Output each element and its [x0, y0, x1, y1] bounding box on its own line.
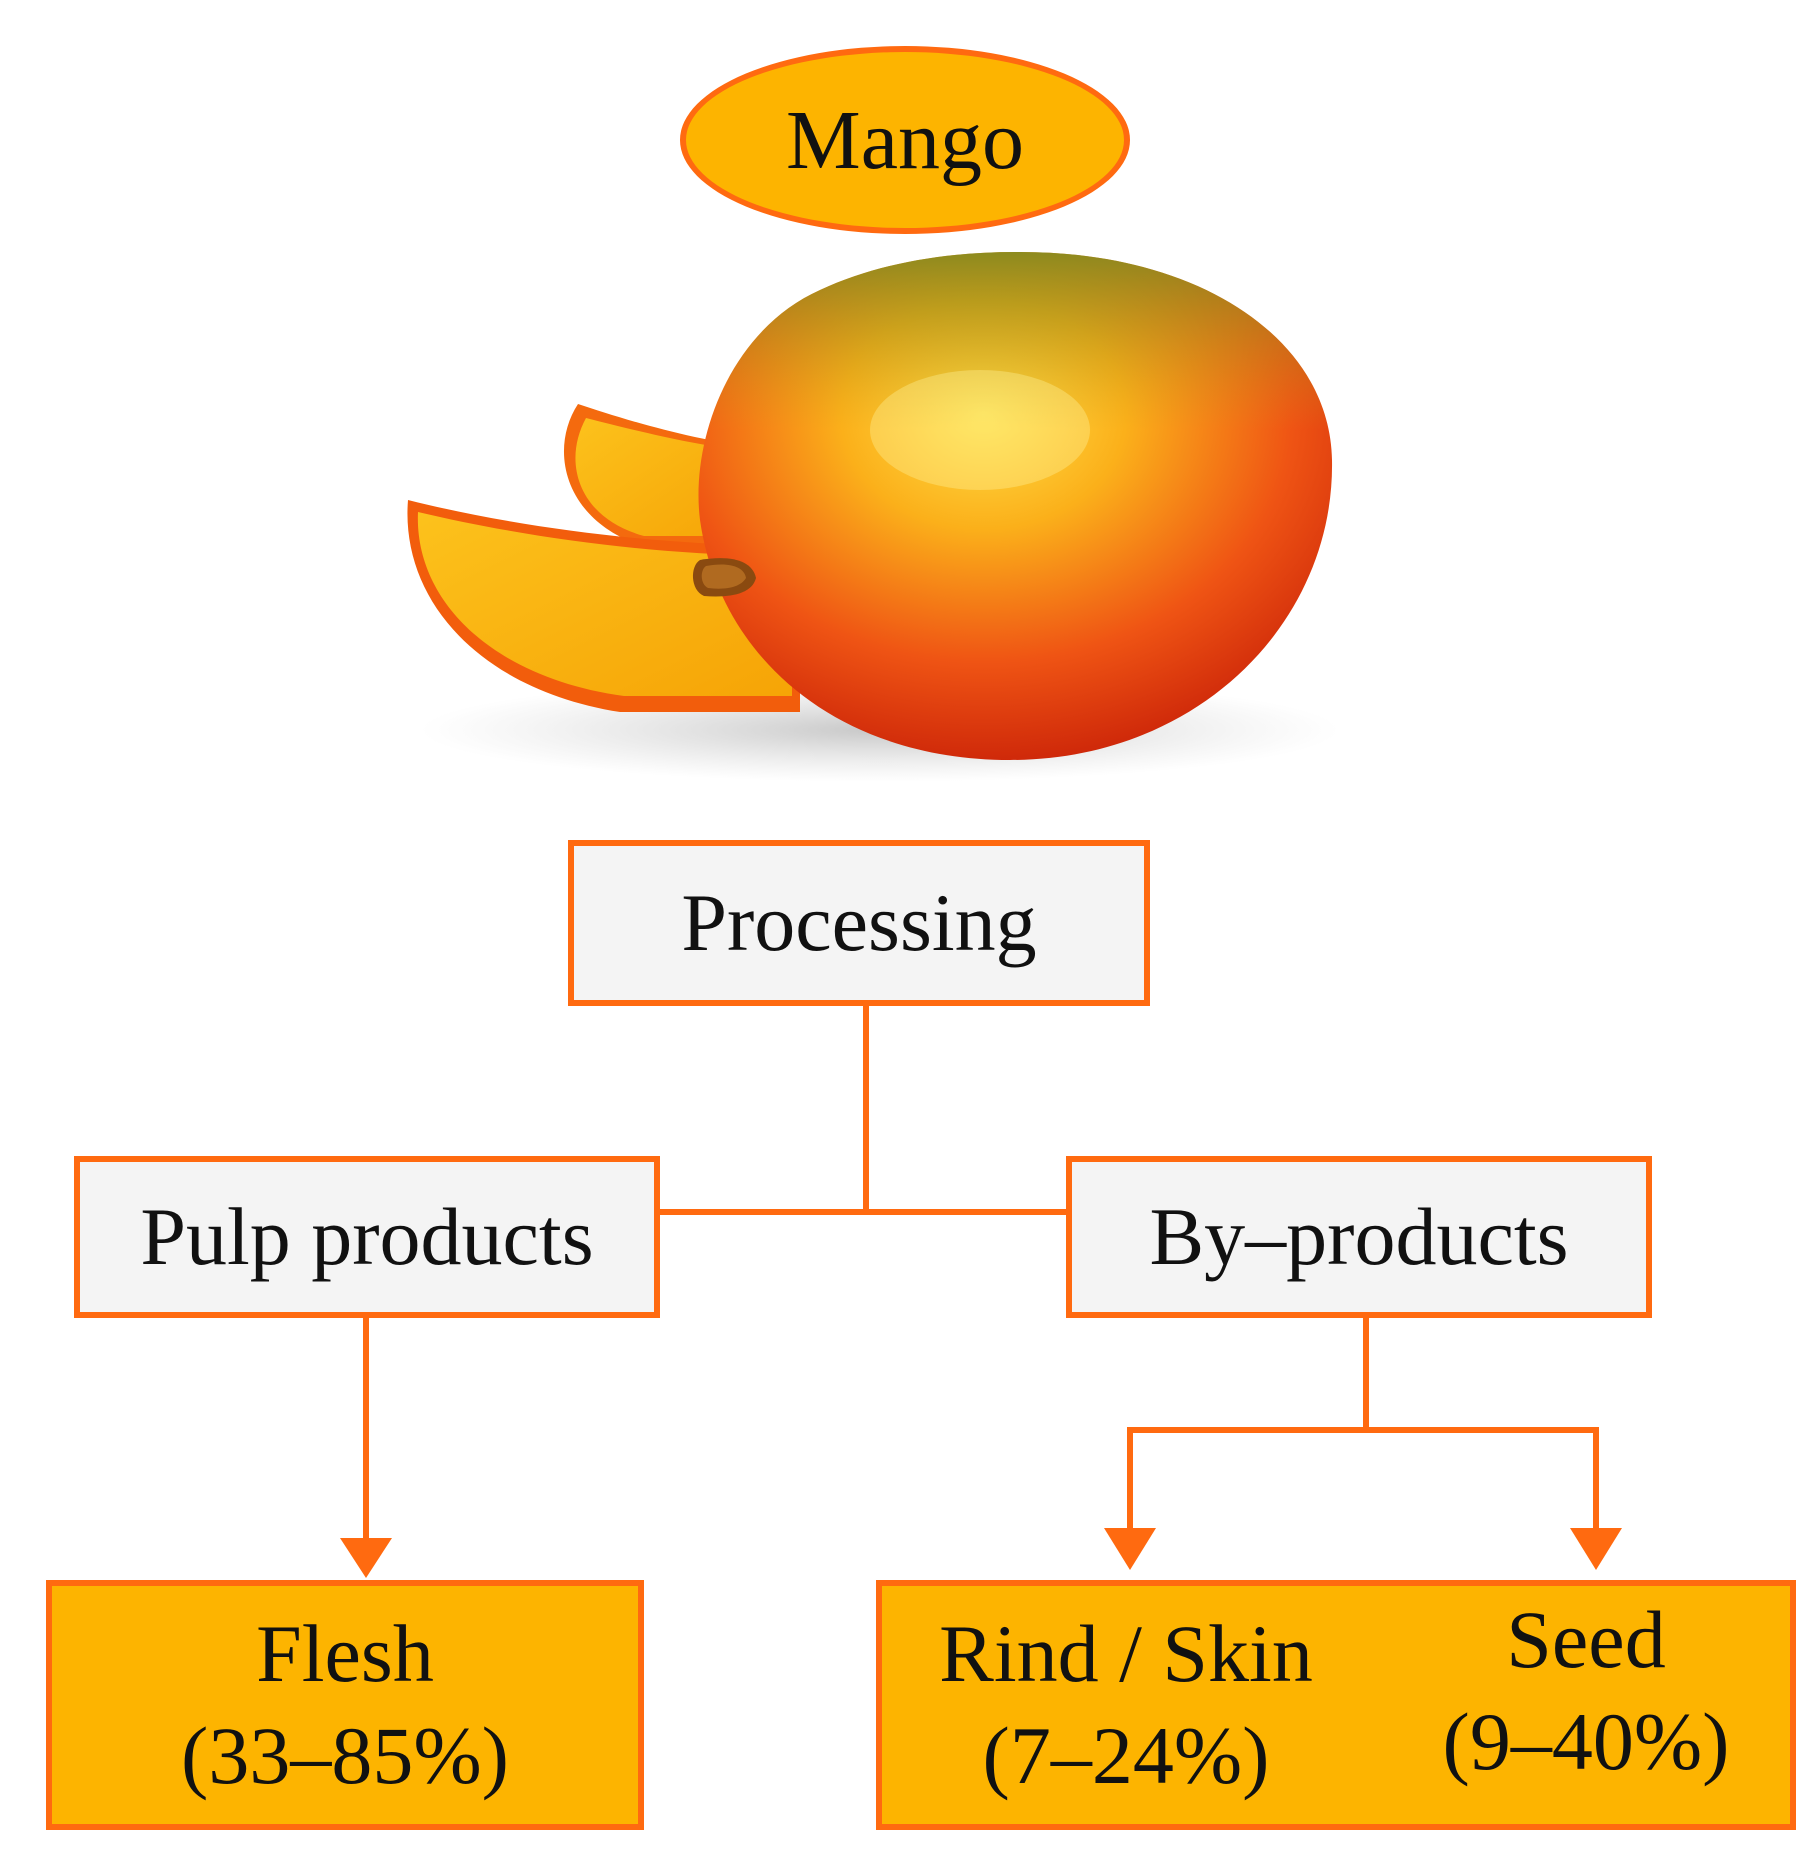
arrowhead-flesh [340, 1538, 392, 1578]
arrowhead-rind [1104, 1528, 1156, 1570]
arrowhead-seed [1570, 1528, 1622, 1570]
rind-skin-label: Rind / Skin [939, 1607, 1313, 1699]
seed-node: Seed (9–40%) [1366, 1566, 1806, 1816]
flesh-label: Flesh [256, 1607, 434, 1699]
seed-label: Seed [1506, 1593, 1666, 1685]
by-products-node: By–products [1066, 1156, 1652, 1318]
processing-label: Processing [681, 877, 1037, 968]
rind-skin-percent: (7–24%) [982, 1710, 1270, 1801]
mango-title-node: Mango [680, 46, 1130, 234]
by-products-label: By–products [1149, 1191, 1569, 1282]
connector-byproducts-split [1127, 1427, 1599, 1530]
processing-node: Processing [568, 840, 1150, 1006]
byproducts-components-box [876, 1580, 1796, 1830]
rind-skin-node: Rind / Skin (7–24%) [906, 1580, 1346, 1830]
seed-percent: (9–40%) [1442, 1696, 1730, 1787]
pulp-products-label: Pulp products [140, 1191, 594, 1282]
flesh-node: Flesh (33–85%) [46, 1580, 644, 1830]
pulp-products-node: Pulp products [74, 1156, 660, 1318]
flesh-node-box [46, 1580, 644, 1830]
mango-title-label: Mango [786, 93, 1024, 187]
flesh-percent: (33–85%) [181, 1710, 509, 1801]
